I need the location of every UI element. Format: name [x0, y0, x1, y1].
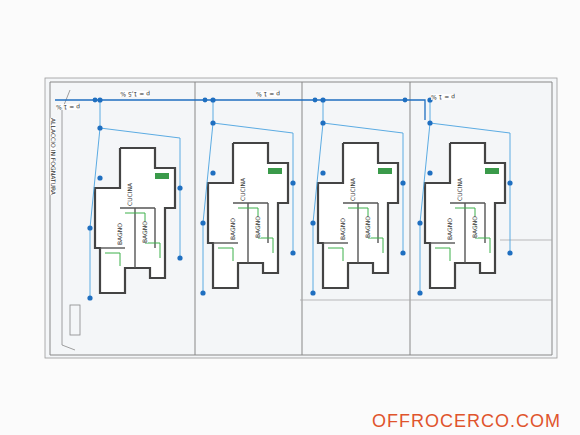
- manhole: [87, 225, 92, 230]
- manhole: [87, 295, 92, 300]
- room-label: BAGNO: [340, 218, 346, 240]
- slope-label: p = 1 %: [431, 94, 455, 100]
- manhole: [427, 170, 432, 175]
- manhole: [290, 250, 295, 255]
- interior-wall: [484, 203, 485, 243]
- drain-line: [455, 208, 490, 253]
- planter: [485, 168, 499, 174]
- room-label: CUCINA: [457, 178, 463, 201]
- lot-divider: [195, 82, 196, 355]
- lot-divider: [302, 82, 303, 355]
- lot-boundary: [50, 82, 552, 355]
- interior-wall: [100, 247, 125, 248]
- fence: [300, 300, 552, 301]
- drain-line: [218, 248, 233, 261]
- manhole: [210, 170, 215, 175]
- interior-wall: [343, 202, 378, 203]
- interior-wall: [134, 208, 135, 268]
- sewer-line: [100, 128, 180, 258]
- drain-line: [435, 248, 450, 261]
- slope-label: p = 1 %: [56, 104, 80, 110]
- manhole: [313, 98, 318, 103]
- room-label: BAGNO: [117, 223, 123, 245]
- house-outline: [318, 143, 398, 288]
- planter: [268, 168, 282, 174]
- manhole: [417, 290, 422, 295]
- manhole: [97, 125, 102, 130]
- manhole: [93, 98, 98, 103]
- slope-label: p = 1 %: [256, 91, 280, 97]
- manhole: [200, 290, 205, 295]
- manhole: [507, 180, 512, 185]
- room-label: BAGNO: [230, 218, 236, 240]
- lot-divider: [410, 82, 411, 355]
- sewer-line: [213, 123, 293, 253]
- interior-wall: [377, 203, 378, 243]
- interior-wall: [120, 207, 155, 208]
- manhole: [210, 120, 215, 125]
- room-label: BAGNO: [447, 218, 453, 240]
- drain-line: [105, 253, 120, 266]
- room-label: CUCINA: [240, 178, 246, 201]
- manhole: [417, 220, 422, 225]
- room-label: BAGNO: [365, 216, 371, 238]
- fence: [500, 240, 552, 241]
- drain-line: [328, 248, 343, 261]
- sheet: [45, 78, 557, 358]
- interior-wall: [247, 203, 248, 263]
- manhole: [200, 220, 205, 225]
- interior-wall: [323, 242, 348, 243]
- interior-wall: [430, 242, 455, 243]
- manhole: [320, 120, 325, 125]
- sewer-line: [430, 123, 510, 253]
- planter: [155, 173, 169, 179]
- sewer-line: [323, 123, 403, 253]
- room-label: CUCINA: [350, 178, 356, 201]
- manhole: [203, 98, 208, 103]
- room-label: BAGNO: [255, 216, 261, 238]
- sewer-line: [420, 100, 430, 293]
- watermark: OFFROCERCO.COM: [372, 412, 561, 430]
- manhole: [400, 180, 405, 185]
- road-label: ALLACCIO IN FOGNATURA: [50, 118, 56, 195]
- interior-wall: [213, 242, 238, 243]
- interior-wall: [464, 203, 465, 263]
- interior-wall: [450, 202, 485, 203]
- sewer-line: [313, 100, 323, 293]
- manhole: [177, 185, 182, 190]
- manhole: [403, 98, 408, 103]
- manhole: [177, 255, 182, 260]
- manhole: [320, 170, 325, 175]
- planter: [378, 168, 392, 174]
- interior-wall: [267, 203, 268, 243]
- room-label: BAGNO: [142, 221, 148, 243]
- slope-label: p = 1,5 %: [120, 91, 150, 97]
- interior-wall: [154, 208, 155, 248]
- interior-wall: [233, 202, 268, 203]
- manhole: [400, 250, 405, 255]
- house-outline: [95, 148, 175, 293]
- room-label: CUCINA: [127, 183, 133, 206]
- gate: [70, 305, 80, 335]
- manhole: [310, 290, 315, 295]
- drain-line: [125, 213, 160, 258]
- main-sewer: [55, 100, 425, 120]
- drain-line: [348, 208, 383, 253]
- house-outline: [208, 143, 288, 288]
- manhole: [310, 220, 315, 225]
- room-label: BAGNO: [472, 216, 478, 238]
- manhole: [427, 120, 432, 125]
- manhole: [507, 250, 512, 255]
- interior-wall: [357, 203, 358, 263]
- road-edge: [62, 90, 75, 350]
- sewer-line: [203, 100, 213, 293]
- manhole: [290, 180, 295, 185]
- manhole: [97, 175, 102, 180]
- house-outline: [425, 143, 505, 288]
- drain-line: [238, 208, 273, 253]
